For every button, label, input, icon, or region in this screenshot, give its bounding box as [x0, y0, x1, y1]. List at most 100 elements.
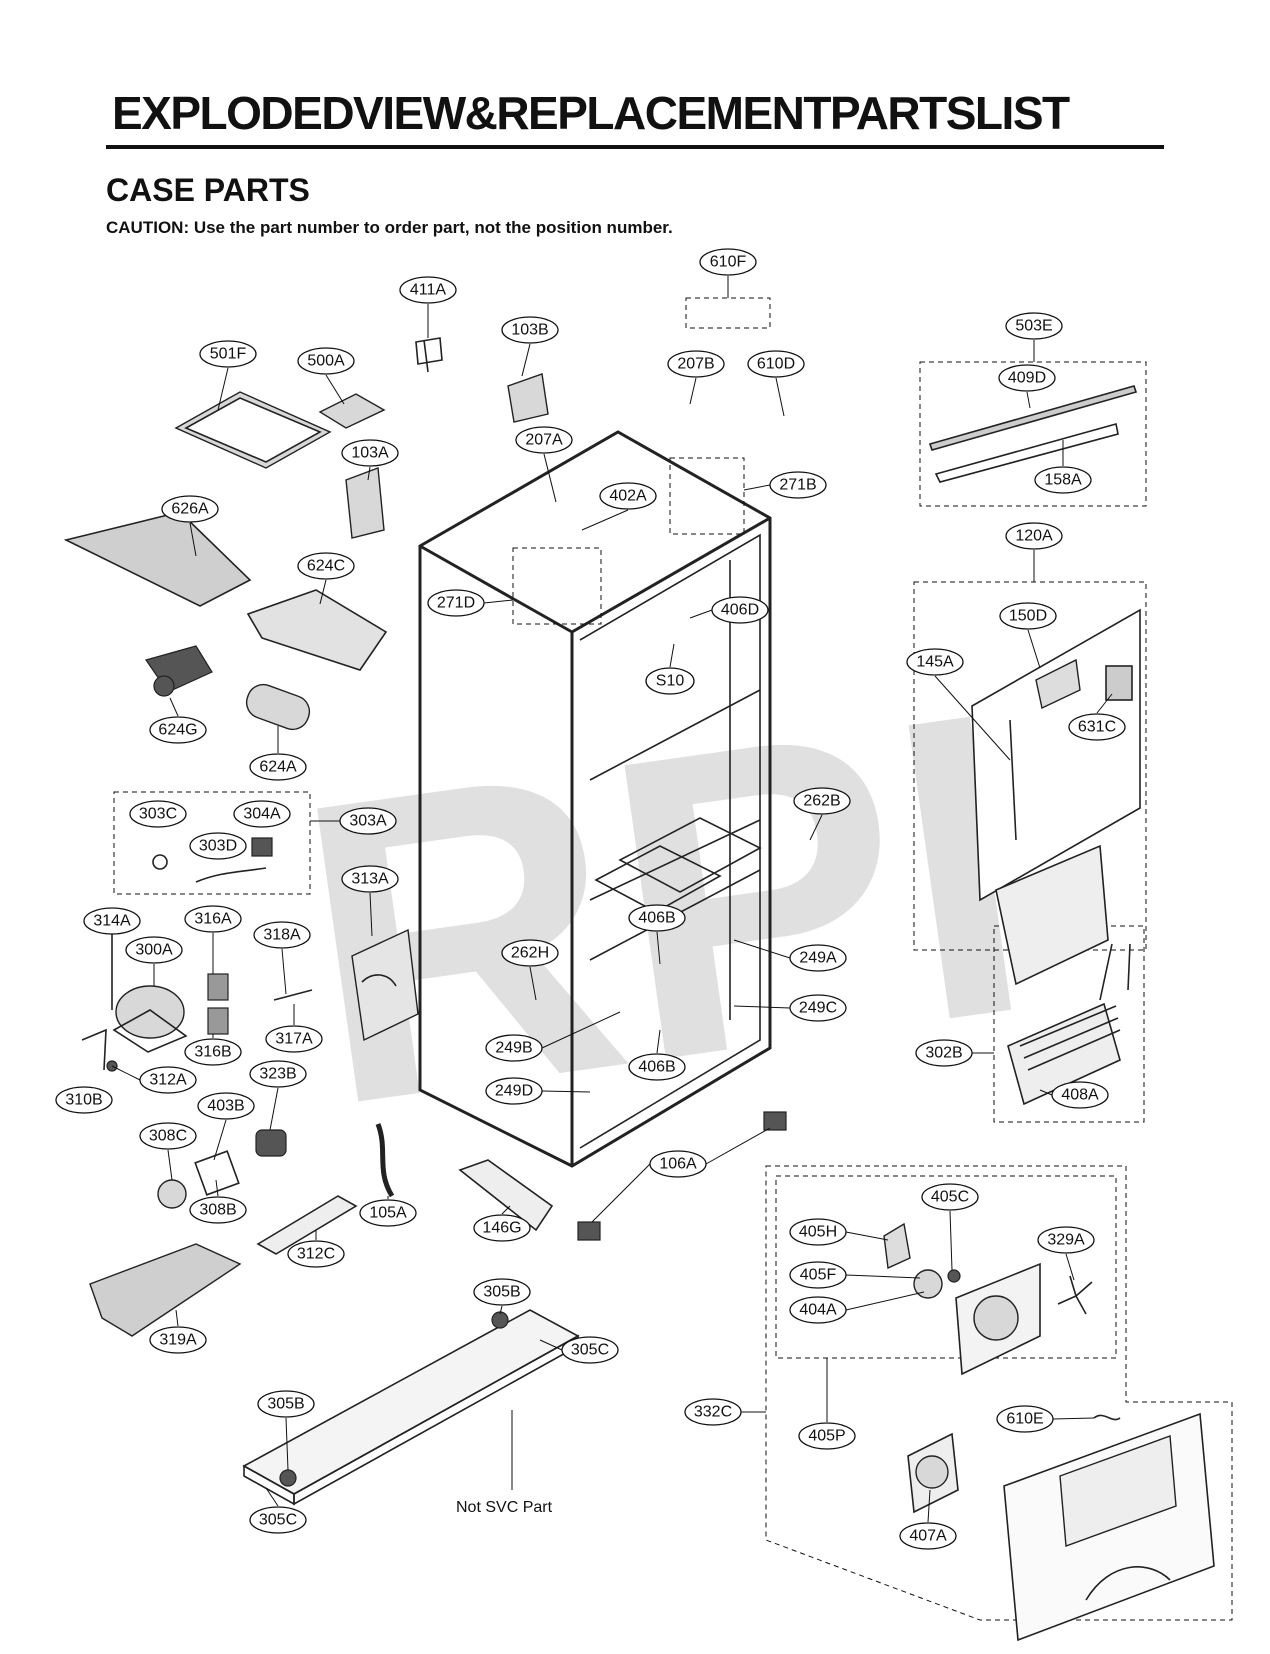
part-label-305b: 305B: [473, 1278, 531, 1306]
part-label-ellipse: [645, 667, 695, 695]
sensor-318A: [273, 989, 313, 1001]
part-label-text: 271D: [437, 595, 475, 612]
part-label-ellipse: [257, 1390, 315, 1418]
filter-624A: [245, 683, 311, 731]
part-label-text: 332C: [694, 1404, 732, 1421]
part-label-ellipse: [999, 602, 1057, 630]
fan-blade-329A: [1057, 1275, 1093, 1315]
group-271D: [512, 547, 602, 625]
part-label-ellipse: [906, 648, 964, 676]
part-label-ellipse: [789, 944, 847, 972]
part-label-text: 145A: [916, 654, 954, 671]
part-label-406b: 406B: [628, 904, 686, 932]
part-label-ellipse: [628, 904, 686, 932]
part-label-402a: 402A: [599, 482, 657, 510]
part-label-305b: 305B: [257, 1390, 315, 1418]
part-label-text: 316B: [194, 1044, 231, 1061]
part-label-text: 300A: [135, 942, 173, 959]
part-label-text: 313A: [351, 871, 389, 888]
part-label-text: 207B: [677, 356, 714, 373]
part-label-text: 610D: [757, 356, 795, 373]
part-label-text: 404A: [799, 1302, 837, 1319]
part-label-302b: 302B: [915, 1039, 973, 1067]
part-label-text: 310B: [65, 1092, 102, 1109]
part-label-249b: 249B: [485, 1034, 543, 1062]
part-label-ellipse: [1051, 1081, 1109, 1109]
part-label-303a: 303A: [339, 807, 397, 835]
part-label-ellipse: [473, 1214, 531, 1242]
group-503E: [919, 361, 1147, 507]
part-label-ellipse: [427, 589, 485, 617]
part-label-ellipse: [184, 905, 242, 933]
pipe-310B: [81, 1028, 107, 1071]
part-label-305c: 305C: [561, 1336, 619, 1364]
part-label-610d: 610D: [747, 350, 805, 378]
part-label-271b: 271B: [769, 471, 827, 499]
fan-shroud-403B: [194, 1150, 240, 1196]
part-label-ellipse: [649, 1150, 707, 1178]
part-label-503e: 503E: [1005, 312, 1063, 340]
part-label-text: 249A: [799, 950, 837, 967]
part-label-207a: 207A: [515, 426, 573, 454]
part-label-ellipse: [359, 1199, 417, 1227]
part-label-text: 271B: [779, 477, 816, 494]
part-label-310b: 310B: [55, 1086, 113, 1114]
part-label-500a: 500A: [297, 347, 355, 375]
leg-106A-rear: [763, 1111, 787, 1131]
part-label-ellipse: [297, 347, 355, 375]
part-label-316a: 316A: [184, 905, 242, 933]
fan-bracket-405H: [883, 1222, 911, 1270]
part-label-ellipse: [485, 1034, 543, 1062]
part-label-ellipse: [684, 1398, 742, 1426]
part-label-text: 610E: [1006, 1411, 1043, 1428]
part-label-text: 319A: [159, 1332, 197, 1349]
condenser-323B: [255, 1129, 287, 1157]
motor-624G: [145, 645, 213, 697]
part-label-text: 308B: [199, 1202, 236, 1219]
part-label-text: 409D: [1008, 370, 1046, 387]
part-label-626a: 626A: [161, 495, 219, 523]
group-610F: [685, 297, 771, 329]
part-label-313a: 313A: [341, 865, 399, 893]
part-label-text: 120A: [1015, 528, 1053, 545]
part-label-316b: 316B: [184, 1038, 242, 1066]
tape-158A: [934, 422, 1119, 483]
part-label-ellipse: [197, 1092, 255, 1120]
part-label-text: 262B: [803, 793, 840, 810]
part-label-319a: 319A: [149, 1326, 207, 1354]
part-label-312c: 312C: [287, 1240, 345, 1268]
title-rule: [106, 145, 1164, 149]
part-label-text: 317A: [275, 1031, 313, 1048]
part-label-624a: 624A: [249, 753, 307, 781]
part-label-ellipse: [711, 596, 769, 624]
part-label-409d: 409D: [998, 364, 1056, 392]
part-label-624g: 624G: [149, 716, 207, 744]
part-label-405f: 405F: [789, 1261, 847, 1289]
pcb-500A: [318, 393, 386, 429]
part-label-ellipse: [789, 1218, 847, 1246]
part-label-120a: 120A: [1005, 522, 1063, 550]
part-label-text: 207A: [525, 432, 563, 449]
refrigerator-cabinet: [418, 430, 772, 1168]
part-label-406b: 406B: [628, 1053, 686, 1081]
part-label-323b: 323B: [249, 1060, 307, 1088]
part-label-text: 403B: [207, 1098, 244, 1115]
part-label-ellipse: [599, 482, 657, 510]
part-label-262h: 262H: [501, 939, 559, 967]
evaporator-408A: [1007, 943, 1131, 1106]
part-label-ellipse: [199, 340, 257, 368]
part-label-ellipse: [485, 1077, 543, 1105]
part-label-text: 305C: [571, 1342, 609, 1359]
part-316B: [207, 1007, 229, 1035]
part-label-text: 249D: [495, 1083, 533, 1100]
part-label-408a: 408A: [1051, 1081, 1109, 1109]
part-label-text: 304A: [243, 806, 281, 823]
part-label-text: 249C: [799, 1000, 837, 1017]
part-label-329a: 329A: [1037, 1226, 1095, 1254]
part-label-403b: 403B: [197, 1092, 255, 1120]
part-label-ellipse: [789, 1261, 847, 1289]
part-label-103a: 103A: [341, 439, 399, 467]
part-label-text: 406B: [638, 910, 675, 927]
part-label-ellipse: [1068, 713, 1126, 741]
